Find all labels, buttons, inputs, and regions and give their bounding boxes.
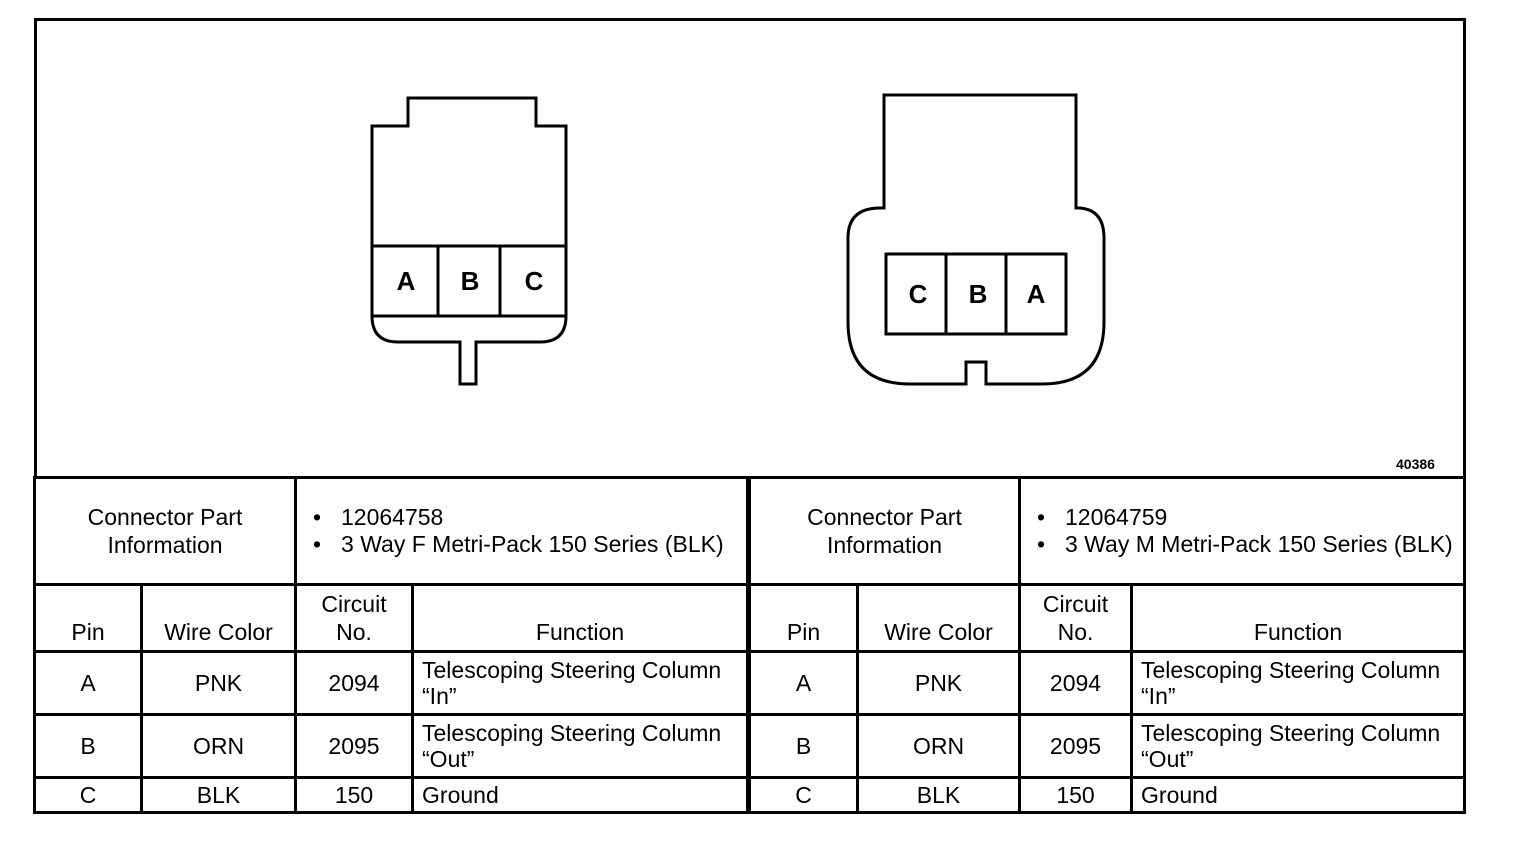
wire-color-cell: ORN [139, 713, 298, 779]
function-cell: Telescoping Steering Column “In” [411, 650, 749, 716]
table-row: B ORN 2095 Telescoping Steering Column “… [33, 713, 749, 779]
right-cavity-label: B [969, 279, 988, 309]
left-cavity-label: A [397, 266, 416, 296]
header-pin: Pin [33, 583, 143, 653]
diagram-frame [34, 18, 1466, 476]
connector-female [370, 96, 568, 386]
connector-table-right: Connector Part Information 12064759 3 Wa… [747, 476, 1466, 814]
right-cavity-label: A [1027, 279, 1046, 309]
circuit-cell: 2095 [294, 713, 415, 779]
header-wire-color: Wire Color [855, 583, 1022, 653]
connector-drawing: A B C C B A [370, 93, 1106, 386]
part-number: 12064758 [313, 504, 738, 531]
pin-cell: B [748, 713, 859, 779]
circuit-cell: 150 [294, 776, 415, 814]
part-number: 12064759 [1037, 504, 1455, 531]
header-wire-color: Wire Color [139, 583, 298, 653]
connector-info: 12064759 3 Way M Metri-Pack 150 Series (… [1018, 476, 1466, 586]
wire-color-cell: PNK [855, 650, 1022, 716]
connector-info-label: Connector Part Information [747, 476, 1022, 586]
connector-info: 12064758 3 Way F Metri-Pack 150 Series (… [294, 476, 749, 586]
part-description: 3 Way F Metri-Pack 150 Series (BLK) [313, 531, 738, 558]
circuit-cell: 2094 [294, 650, 415, 716]
circuit-cell: 2095 [1018, 713, 1134, 779]
header-circuit: Circuit No. [1018, 583, 1134, 653]
figure-id: 40386 [1396, 456, 1435, 472]
pin-cell: C [748, 776, 859, 814]
wire-color-cell: BLK [139, 776, 298, 814]
header-function: Function [1130, 583, 1466, 653]
table-row: C BLK 150 Ground [33, 776, 749, 814]
pin-cell: A [33, 650, 143, 716]
header-circuit: Circuit No. [294, 583, 415, 653]
connector-table-left: Connector Part Information 12064758 3 Wa… [32, 476, 749, 814]
table-row: A PNK 2094 Telescoping Steering Column “… [33, 650, 749, 716]
function-cell: Ground [1130, 776, 1466, 814]
right-cavity-label: C [909, 279, 928, 309]
table-row: C BLK 150 Ground [748, 776, 1466, 814]
function-cell: Ground [411, 776, 749, 814]
header-function: Function [411, 583, 749, 653]
wire-color-cell: BLK [855, 776, 1022, 814]
table-row: A PNK 2094 Telescoping Steering Column “… [748, 650, 1466, 716]
left-cavity-label: C [525, 266, 544, 296]
header-pin: Pin [748, 583, 859, 653]
pin-cell: A [748, 650, 859, 716]
circuit-cell: 2094 [1018, 650, 1134, 716]
wire-color-cell: ORN [855, 713, 1022, 779]
connector-male [846, 93, 1106, 386]
circuit-cell: 150 [1018, 776, 1134, 814]
part-description: 3 Way M Metri-Pack 150 Series (BLK) [1037, 531, 1455, 558]
left-cavity-label: B [461, 266, 480, 296]
wire-color-cell: PNK [139, 650, 298, 716]
connector-info-label: Connector Part Information [32, 476, 298, 586]
function-cell: Telescoping Steering Column “Out” [411, 713, 749, 779]
table-row: B ORN 2095 Telescoping Steering Column “… [748, 713, 1466, 779]
pin-cell: C [33, 776, 143, 814]
function-cell: Telescoping Steering Column “In” [1130, 650, 1466, 716]
pin-cell: B [33, 713, 143, 779]
function-cell: Telescoping Steering Column “Out” [1130, 713, 1466, 779]
